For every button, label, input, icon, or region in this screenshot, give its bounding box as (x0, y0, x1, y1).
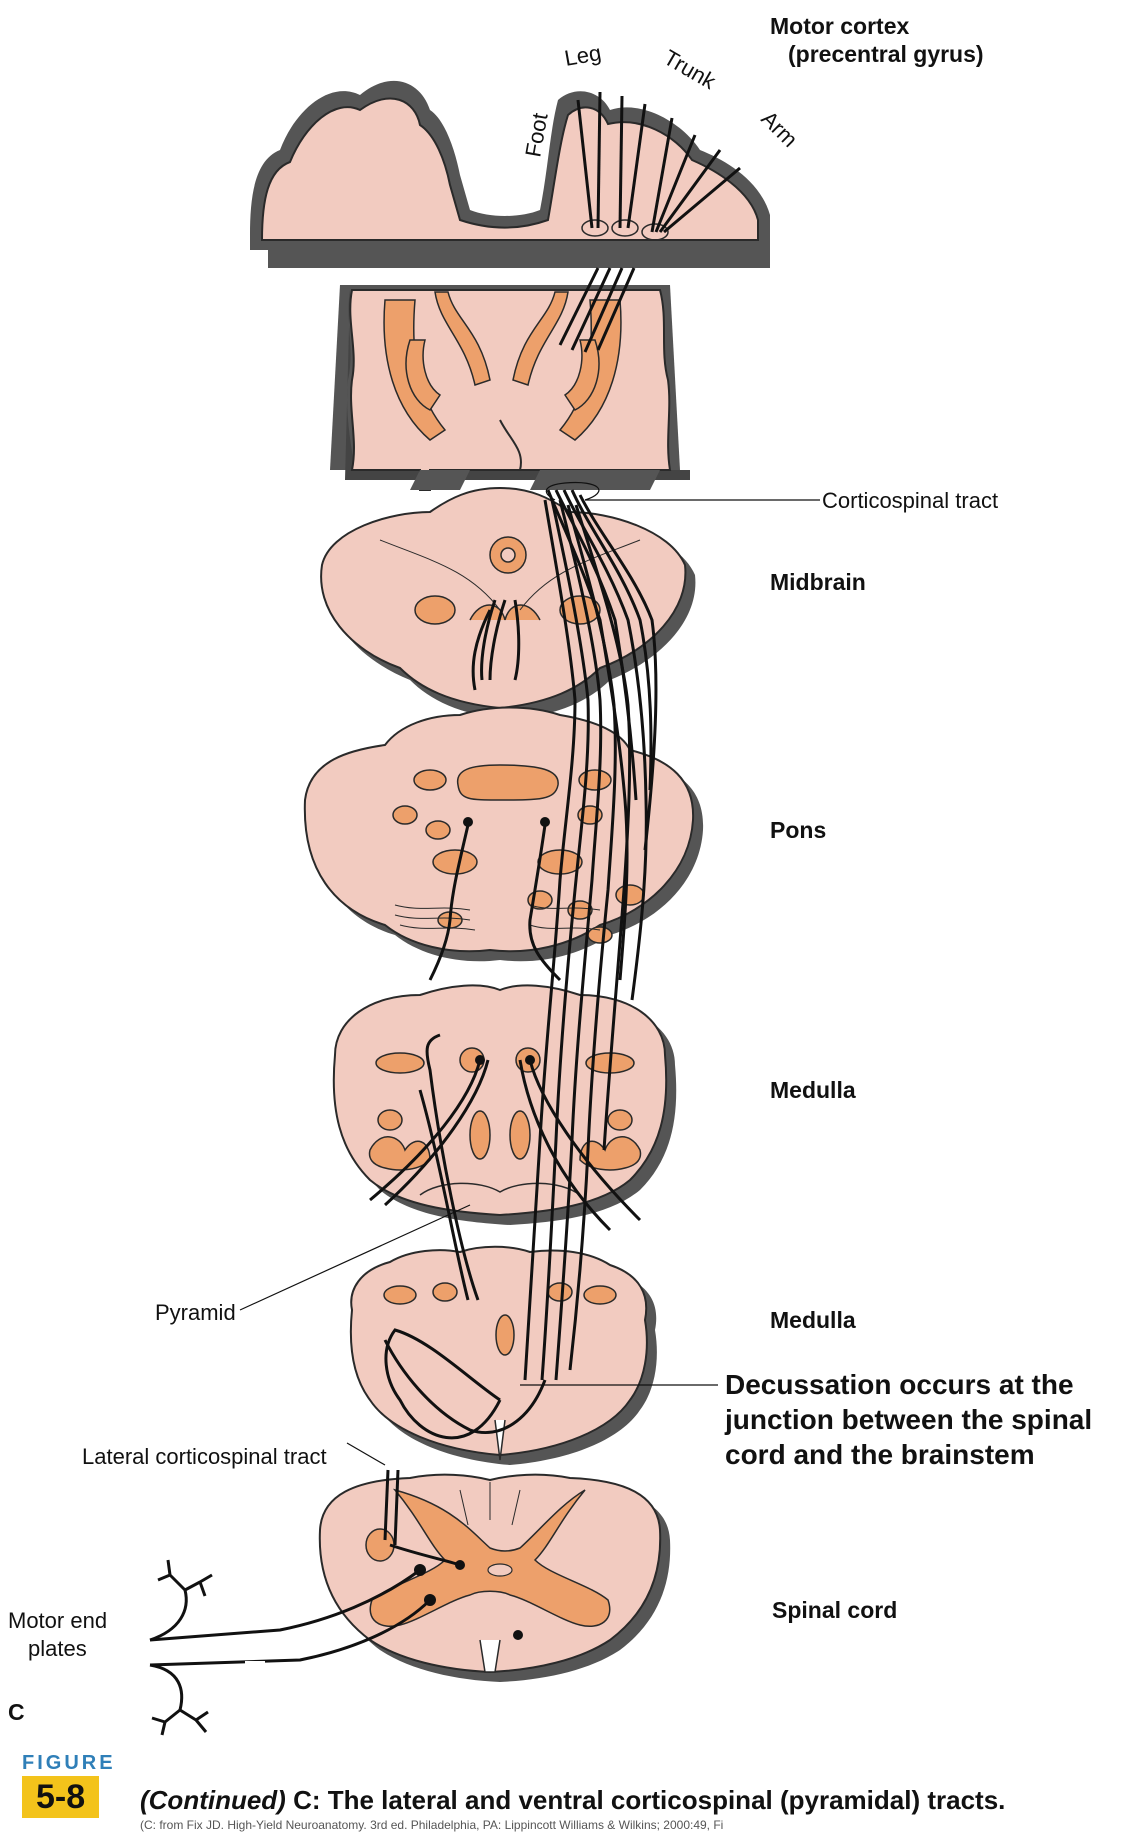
lower-medulla-section (349, 1245, 657, 1465)
label-pointers (239, 481, 820, 1466)
fiber-terminals (414, 817, 550, 1640)
arm-label: Arm (756, 106, 802, 152)
caption-continued: (Continued) (140, 1785, 286, 1815)
midbrain-label: Midbrain (770, 569, 866, 595)
internal-capsule-slab (330, 267, 690, 491)
motor-end-plates-label-line2: plates (28, 1636, 87, 1661)
decussation-label-line1: Decussation occurs at the (725, 1369, 1074, 1400)
diagram-labels: Motor cortex (precentral gyrus) Leg Trun… (8, 13, 1092, 1725)
figure-badge: FIGURE 5-8 (22, 1752, 132, 1818)
foot-label: Foot (520, 111, 552, 159)
spinal-cord-section (318, 1473, 671, 1682)
panel-letter: C (8, 1699, 25, 1725)
trunk-label: Trunk (660, 45, 721, 95)
decussation-label-line2: junction between the spinal (724, 1404, 1092, 1435)
figure-number: 5-8 (22, 1776, 100, 1818)
pyramid-label: Pyramid (155, 1300, 236, 1325)
medulla-upper-label: Medulla (770, 1077, 856, 1103)
corticospinal-fibers (149, 489, 658, 1667)
decussation-label-line3: cord and the brainstem (725, 1439, 1035, 1470)
caption-text: C: The lateral and ventral corticospinal… (285, 1785, 1006, 1815)
motor-end-plates (149, 1559, 266, 1736)
motor-end-plates-label-line1: Motor end (8, 1608, 107, 1633)
upper-medulla-section (332, 984, 677, 1225)
figure-caption: (Continued) C: The lateral and ventral c… (140, 1785, 1005, 1816)
spinal-cord-label: Spinal cord (772, 1597, 897, 1623)
motor-cortex-slab (250, 80, 770, 268)
medulla-lower-label: Medulla (770, 1307, 856, 1333)
corticospinal-tract-label: Corticospinal tract (822, 488, 998, 513)
motor-cortex-label-line1: Motor cortex (770, 13, 910, 39)
figure-word: FIGURE (22, 1752, 116, 1774)
leg-label: Leg (563, 40, 604, 71)
motor-cortex-label-line2: (precentral gyrus) (788, 41, 984, 67)
figure-source: (C: from Fix JD. High-Yield Neuroanatomy… (140, 1818, 724, 1832)
lateral-corticospinal-tract-label: Lateral corticospinal tract (82, 1444, 327, 1469)
pons-label: Pons (770, 817, 826, 843)
